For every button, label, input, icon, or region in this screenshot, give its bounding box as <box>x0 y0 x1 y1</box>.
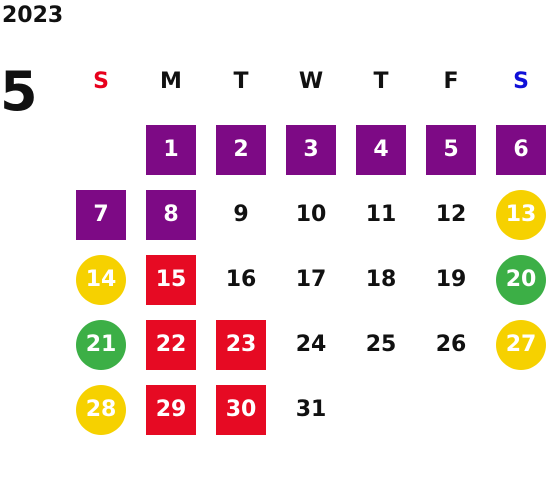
day-cell-13[interactable]: 13 <box>496 190 546 240</box>
day-cell-28[interactable]: 28 <box>76 385 126 435</box>
weekday-header-6: S <box>513 69 529 94</box>
day-cell-7[interactable]: 7 <box>76 190 126 240</box>
day-cell-30[interactable]: 30 <box>216 385 266 435</box>
day-cell-31[interactable]: 31 <box>295 397 327 422</box>
day-cell-22[interactable]: 22 <box>146 320 196 370</box>
weekday-header-0: S <box>93 69 109 94</box>
day-cell-25[interactable]: 25 <box>365 332 397 357</box>
day-cell-6[interactable]: 6 <box>496 125 546 175</box>
day-cell-1[interactable]: 1 <box>146 125 196 175</box>
day-cell-29[interactable]: 29 <box>146 385 196 435</box>
year-label: 2023 <box>2 3 64 28</box>
day-cell-23[interactable]: 23 <box>216 320 266 370</box>
day-cell-17[interactable]: 17 <box>295 267 327 292</box>
day-cell-19[interactable]: 19 <box>435 267 467 292</box>
day-cell-2[interactable]: 2 <box>216 125 266 175</box>
month-number: 5 <box>0 60 38 123</box>
day-cell-14[interactable]: 14 <box>76 255 126 305</box>
day-cell-21[interactable]: 21 <box>76 320 126 370</box>
day-cell-24[interactable]: 24 <box>295 332 327 357</box>
weekday-header-2: T <box>233 69 249 94</box>
day-cell-12[interactable]: 12 <box>435 202 467 227</box>
day-cell-18[interactable]: 18 <box>365 267 397 292</box>
weekday-header-1: M <box>160 69 182 94</box>
day-cell-5[interactable]: 5 <box>426 125 476 175</box>
day-cell-8[interactable]: 8 <box>146 190 196 240</box>
day-cell-3[interactable]: 3 <box>286 125 336 175</box>
day-cell-20[interactable]: 20 <box>496 255 546 305</box>
weekday-header-5: F <box>443 69 459 94</box>
day-cell-26[interactable]: 26 <box>435 332 467 357</box>
weekday-header-4: T <box>373 69 389 94</box>
day-cell-4[interactable]: 4 <box>356 125 406 175</box>
day-cell-10[interactable]: 10 <box>295 202 327 227</box>
day-cell-16[interactable]: 16 <box>225 267 257 292</box>
day-cell-27[interactable]: 27 <box>496 320 546 370</box>
day-cell-15[interactable]: 15 <box>146 255 196 305</box>
weekday-header-3: W <box>298 69 324 94</box>
day-cell-9[interactable]: 9 <box>233 202 249 227</box>
day-cell-11[interactable]: 11 <box>365 202 397 227</box>
